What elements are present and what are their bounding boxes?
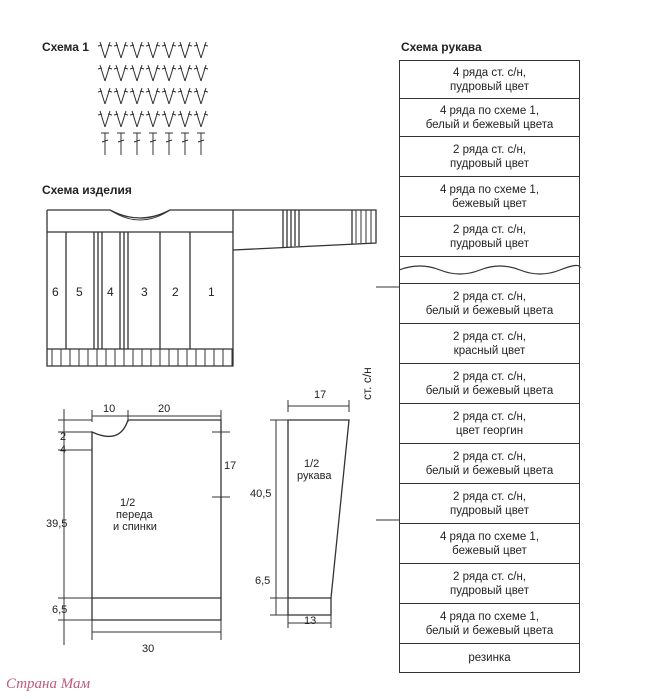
v-stitch-icon: [145, 110, 161, 128]
sleeve-stripe-12: 2 ряда ст. с/н, пудровый цвет: [399, 483, 580, 523]
sleeve-stripe-16: резинка: [399, 643, 580, 673]
sleeve-stripe-8: 2 ряда ст. с/н, красный цвет: [399, 323, 580, 363]
sleeve-stripe-13: 4 ряда по схеме 1, бежевый цвет: [399, 523, 580, 563]
garment-number-2: 2: [172, 285, 179, 299]
sleeve-cuff-ribbing: [355, 210, 372, 243]
v-stitch-icon: [193, 64, 209, 82]
garment-number-5: 5: [76, 285, 83, 299]
double-crochet-icon: [133, 132, 141, 155]
sleeve-scheme-marker: [376, 286, 399, 521]
v-stitch-icon: [113, 110, 129, 128]
dim-neck-depth-back: 2: [60, 431, 67, 443]
v-stitch-icon: [145, 64, 161, 82]
garment-number-1: 1: [208, 285, 215, 299]
garment-outline: [46, 209, 377, 367]
dim-sleeve-length: 40,5: [250, 488, 272, 500]
v-stitch-icon: [129, 87, 145, 105]
sleeve-stripe-4: 4 ряда по схеме 1, бежевый цвет: [399, 176, 580, 216]
dim-width: 30: [142, 643, 155, 655]
v-stitch-icon: [161, 41, 177, 59]
body-pattern-outline: [58, 409, 230, 645]
sleeve-stripe-1: 4 ряда ст. с/н, пудровый цвет: [399, 60, 580, 98]
sleeve-stripe-3: 2 ряда ст. с/н, пудровый цвет: [399, 136, 580, 176]
sleeve-stripe-11: 2 ряда ст. с/н, белый и бежевый цвета: [399, 443, 580, 483]
double-crochet-icon: [165, 132, 173, 155]
sleeve-stitch-label: ст. с/н: [360, 367, 374, 400]
sleeve-break-wave: [398, 264, 581, 275]
dim-armhole: 17: [224, 460, 237, 472]
sleeve-label-1: 1/2: [304, 458, 320, 470]
sleeve-scheme-title: Схема рукава: [401, 40, 482, 54]
dim-rib: 6,5: [52, 604, 68, 616]
scheme1-title: Схема 1: [42, 40, 89, 54]
v-stitch-icon: [113, 87, 129, 105]
garment-ribbing: [51, 349, 233, 366]
v-stitch-icon: [177, 41, 193, 59]
sleeve-stripe-2: 4 ряда по схеме 1, белый и бежевый цвета: [399, 98, 580, 136]
garment-number-3: 3: [141, 285, 148, 299]
v-stitch-icon: [97, 110, 113, 128]
sleeve-stripe-10: 2 ряда ст. с/н, цвет георгин: [399, 403, 580, 443]
garment-scheme-title: Схема изделия: [42, 183, 132, 197]
sleeve-label-2: рукава: [297, 470, 332, 482]
sleeve-stripe-15: 4 ряда по схеме 1, белый и бежевый цвета: [399, 603, 580, 643]
double-crochet-icon: [149, 132, 157, 155]
sleeve-pattern-outline: [270, 400, 350, 628]
garment-number-4: 4: [107, 285, 114, 299]
v-stitch-icon: [97, 41, 113, 59]
body-label-3: и спинки: [113, 521, 157, 533]
v-stitch-icon: [193, 41, 209, 59]
dim-sleeve-top: 17: [314, 389, 327, 401]
v-stitch-icon: [193, 110, 209, 128]
v-stitch-icon: [161, 64, 177, 82]
watermark: Страна Мам: [6, 676, 91, 692]
dim-height: 39,5: [46, 518, 68, 530]
double-crochet-icon: [101, 132, 109, 155]
sleeve-stripe-break: [399, 256, 580, 283]
sleeve-stripe-7: 2 ряда ст. с/н, белый и бежевый цвета: [399, 283, 580, 323]
body-label-2: переда: [116, 509, 153, 521]
v-stitch-icon: [177, 64, 193, 82]
dim-neck-width: 10: [103, 403, 116, 415]
v-stitch-icon: [97, 87, 113, 105]
double-crochet-icon: [117, 132, 125, 155]
v-stitch-icon: [177, 110, 193, 128]
body-label-1: 1/2: [120, 497, 136, 509]
v-stitch-icon: [129, 64, 145, 82]
dim-sleeve-bottom: 13: [304, 615, 317, 627]
sleeve-stripe-5: 2 ряда ст. с/н, пудровый цвет: [399, 216, 580, 256]
dim-neck-depth-front: 4: [60, 444, 67, 456]
sleeve-stripe-9: 2 ряда ст. с/н, белый и бежевый цвета: [399, 363, 580, 403]
v-stitch-icon: [113, 41, 129, 59]
crochet-symbol-chart: [97, 41, 209, 155]
v-stitch-icon: [129, 41, 145, 59]
v-stitch-icon: [145, 87, 161, 105]
v-stitch-icon: [113, 64, 129, 82]
v-stitch-icon: [129, 110, 145, 128]
v-stitch-icon: [161, 87, 177, 105]
dim-shoulder: 20: [158, 403, 171, 415]
dim-sleeve-cuff: 6,5: [255, 575, 271, 587]
v-stitch-icon: [97, 64, 113, 82]
double-crochet-icon: [181, 132, 189, 155]
garment-number-6: 6: [52, 285, 59, 299]
sleeve-stripe-14: 2 ряда ст. с/н, пудровый цвет: [399, 563, 580, 603]
v-stitch-icon: [177, 87, 193, 105]
v-stitch-icon: [145, 41, 161, 59]
v-stitch-icon: [161, 110, 177, 128]
double-crochet-icon: [197, 132, 205, 155]
v-stitch-icon: [193, 87, 209, 105]
